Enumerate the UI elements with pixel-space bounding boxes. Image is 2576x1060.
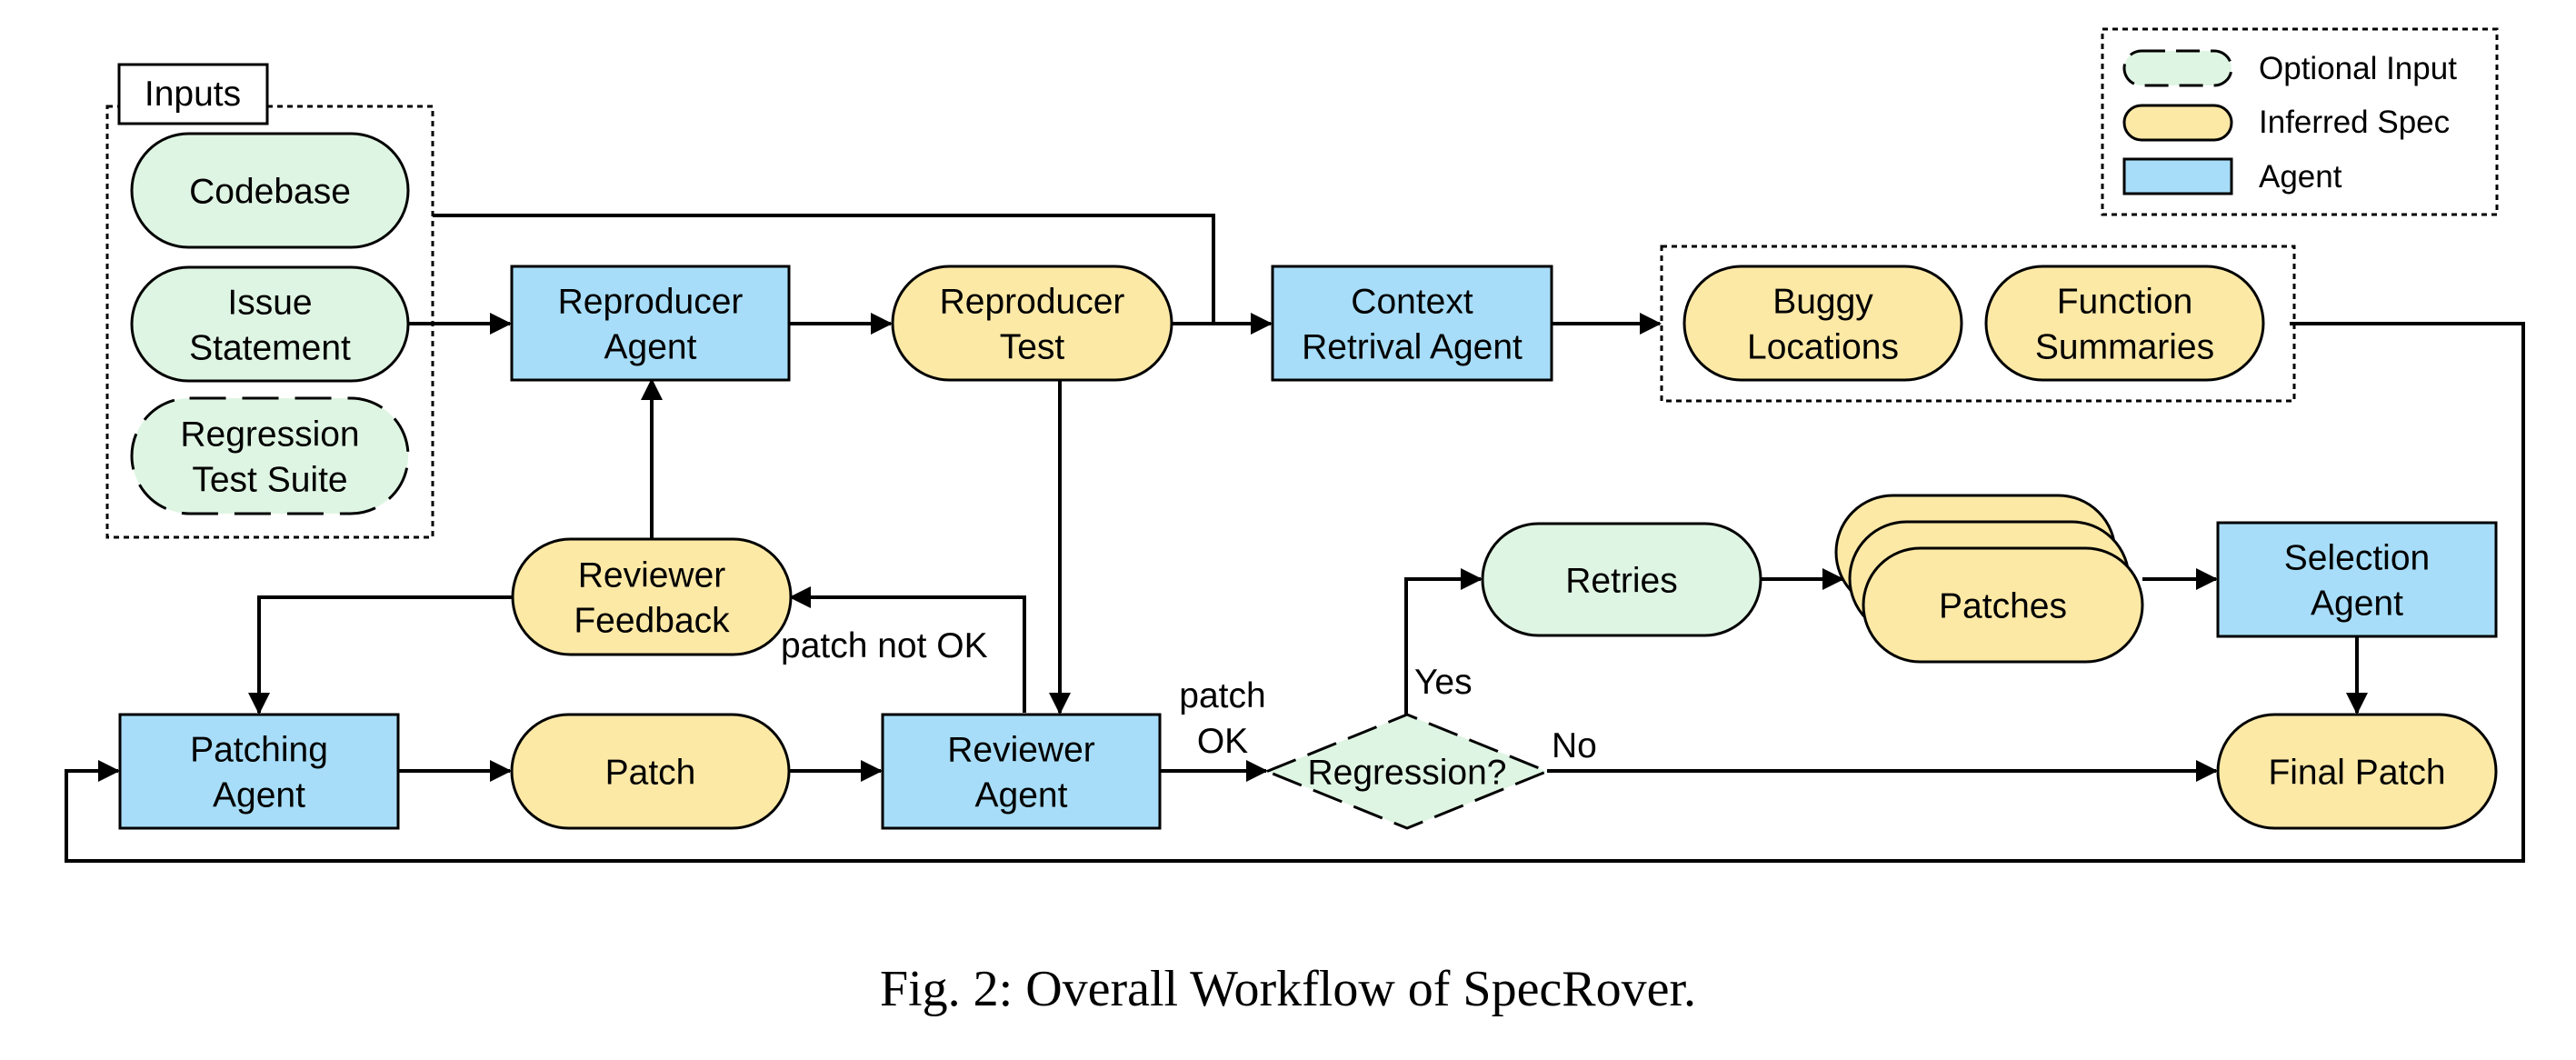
edge-label-no: No (1552, 726, 1597, 765)
legend-label-optional-input: Optional Input (2259, 51, 2457, 86)
legend-swatch-optional-input (2122, 49, 2233, 87)
patch-shape (510, 713, 791, 830)
reproducer-agent-shape (510, 265, 791, 382)
issue-statement-label-line-2: Statement (189, 329, 351, 368)
issue-statement-label-line-1: Issue (227, 284, 312, 323)
inputs-group-title: Inputs (145, 75, 241, 114)
patch-label-line-1: Patch (605, 754, 696, 793)
edge-codebase-to-context (433, 214, 1215, 324)
function-summaries-label-line-2: Summaries (2035, 328, 2214, 367)
reviewer-feedback-label-line-1: Reviewer (578, 556, 726, 595)
reviewer-agent-shape (881, 713, 1162, 830)
function-summaries-label-line-1: Function (2057, 283, 2193, 322)
node-regression: Regression? (1263, 713, 1551, 830)
edge-label-yes: Yes (1414, 663, 1473, 702)
reviewer-agent-label-line-2: Agent (975, 776, 1068, 815)
inputs-group-tab (117, 63, 269, 125)
final-patch-label-line-1: Final Patch (2268, 754, 2445, 793)
node-patch: Patch (510, 713, 791, 830)
edge-spec-loop-to-patching (65, 322, 2525, 863)
regression-test-suite-shape (130, 396, 410, 515)
patching-agent-shape (118, 713, 400, 830)
context-retrieval-agent-shape (1271, 265, 1553, 382)
node-patches: Patches (1834, 494, 2144, 664)
buggy-locations-shape (1682, 265, 1963, 382)
edge-reviewer-to-feedback (789, 586, 1026, 713)
edge-regression-yes-to-retries (1404, 568, 1483, 717)
reproducer-test-label-line-2: Test (1000, 328, 1065, 367)
retries-shape (1481, 522, 1762, 637)
regression-test-suite-label-line-2: Test Suite (192, 461, 347, 500)
reproducer-test-label-line-1: Reproducer (940, 283, 1125, 322)
function-summaries-shape (1984, 265, 2265, 382)
issue-statement-shape (130, 265, 410, 383)
patching-agent-label-line-2: Agent (213, 776, 305, 815)
legend-swatch-agent (2122, 157, 2233, 195)
context-retrieval-agent-label-line-1: Context (1351, 283, 1473, 322)
legend-swatch-inferred-spec (2122, 104, 2233, 142)
legend-label-inferred-spec: Inferred Spec (2259, 105, 2450, 140)
selection-agent-label-line-1: Selection (2284, 539, 2430, 578)
reviewer-agent-label-line-1: Reviewer (947, 731, 1095, 770)
retries-label-line-1: Retries (1565, 562, 1678, 601)
edge-label-patch-ok-line1: patch (1179, 676, 1265, 715)
codebase-label-line-1: Codebase (189, 173, 351, 212)
legend: Optional Input Inferred Spec Agent (2101, 27, 2499, 216)
reproducer-agent-label-line-2: Agent (604, 328, 697, 367)
node-codebase: Codebase (130, 132, 410, 249)
edge-label-patch-ok-line2: OK (1197, 722, 1248, 761)
node-retries: Retries (1481, 522, 1762, 637)
buggy-locations-label-line-2: Locations (1747, 328, 1899, 367)
patches-label-line-1: Patches (1939, 587, 2067, 626)
reproducer-agent-label-line-1: Reproducer (558, 283, 744, 322)
reviewer-feedback-label-line-2: Feedback (574, 602, 730, 641)
codebase-shape (130, 132, 410, 249)
context-retrieval-agent-label-line-2: Retrival Agent (1302, 328, 1523, 367)
regression-test-suite-label-line-1: Regression (180, 415, 359, 455)
figure-caption: Fig. 2: Overall Workflow of SpecRover. (880, 961, 1696, 1017)
edges (65, 214, 2525, 863)
edge-feedback-to-patching (248, 595, 513, 715)
node-final-patch: Final Patch (2216, 713, 2498, 830)
selection-agent-label-line-2: Agent (2311, 585, 2403, 624)
final-patch-shape (2216, 713, 2498, 830)
patches-shape (1862, 546, 2144, 664)
legend-label-agent: Agent (2259, 159, 2342, 195)
selection-agent-shape (2216, 521, 2498, 638)
regression-label-line-1: Regression? (1308, 754, 1507, 793)
edge-label-patch-not-ok: patch not OK (781, 626, 988, 665)
reproducer-test-shape (891, 265, 1173, 382)
reviewer-feedback-shape (511, 537, 793, 656)
regression-shape (1263, 713, 1551, 830)
patching-agent-label-line-1: Patching (190, 731, 328, 770)
buggy-locations-label-line-1: Buggy (1772, 283, 1873, 322)
